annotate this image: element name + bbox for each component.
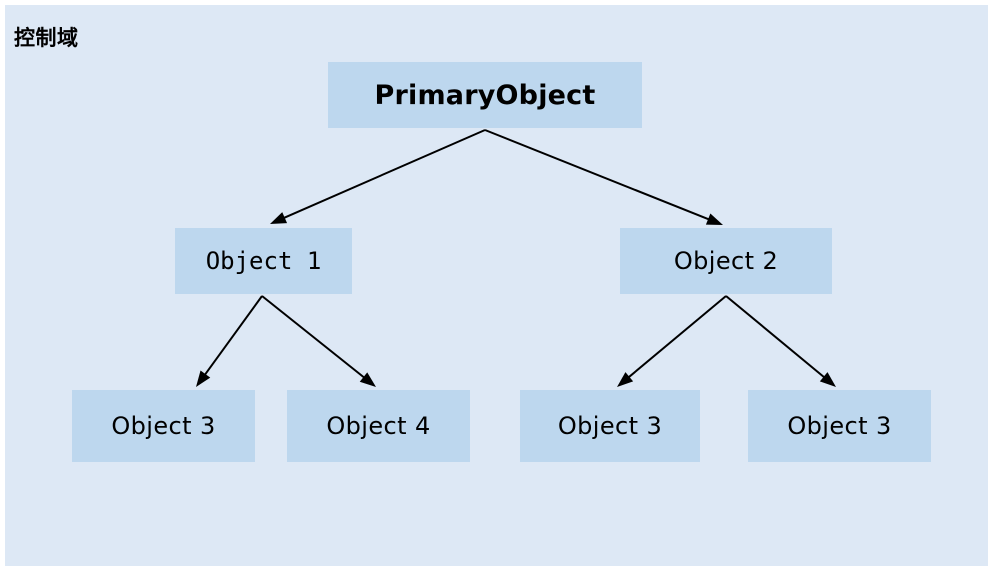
node-object-1[interactable]: Object 1 (175, 228, 352, 294)
node-label: Object 3 (787, 412, 892, 440)
node-object-3-c[interactable]: Object 3 (748, 390, 931, 462)
node-object-3-a[interactable]: Object 3 (72, 390, 255, 462)
node-label: Object 4 (326, 412, 431, 440)
node-label: Object 1 (205, 247, 322, 275)
page-title: 控制域 (14, 26, 79, 50)
node-label: PrimaryObject (374, 79, 596, 111)
node-label: Object 3 (111, 412, 216, 440)
node-object-4[interactable]: Object 4 (287, 390, 470, 462)
node-object-2[interactable]: Object 2 (620, 228, 832, 294)
node-label: Object 2 (673, 247, 779, 275)
node-primary-object[interactable]: PrimaryObject (328, 62, 642, 128)
node-label: Object 3 (557, 412, 663, 440)
node-object-3-b[interactable]: Object 3 (520, 390, 700, 462)
